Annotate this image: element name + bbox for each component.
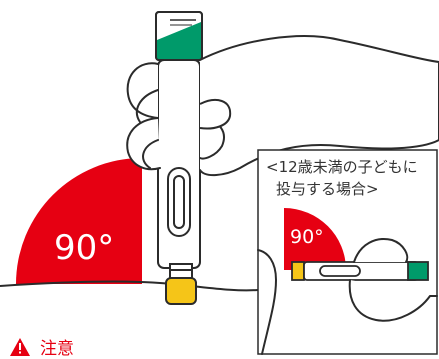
inset-angle-indicator-90 (284, 208, 346, 270)
inset-child-arm (257, 249, 278, 355)
angle-indicator-90 (16, 158, 142, 284)
inset-angle-label: 90° (290, 226, 324, 248)
inset-caption-line2: 投与する場合> (276, 180, 379, 198)
hand-gripping-pen (126, 35, 439, 176)
caution-label: 注意 (40, 338, 74, 359)
skin-surface (0, 280, 259, 292)
angle-label: 90° (54, 228, 115, 268)
inset-caption-line1: <12歳未満の子どもに (266, 158, 418, 176)
thumb (199, 99, 232, 130)
inset-hand (348, 238, 438, 322)
autoinjector-pen (155, 11, 203, 305)
caution-icon (10, 338, 30, 356)
caution-heading: 注意 (12, 336, 74, 359)
finger-wrap-left (135, 89, 159, 169)
inset-autoinjector-pen (291, 261, 429, 281)
